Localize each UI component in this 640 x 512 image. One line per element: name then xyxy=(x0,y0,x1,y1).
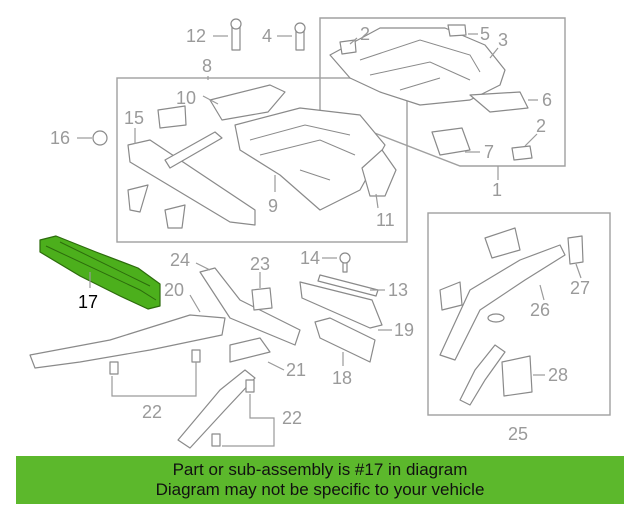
callout-19: 19 xyxy=(394,320,414,340)
info-banner: Part or sub-assembly is #17 in diagram D… xyxy=(16,456,624,504)
callout-11: 11 xyxy=(376,210,395,230)
rear-floor-part[interactable] xyxy=(127,84,397,229)
callout-20: 20 xyxy=(164,280,184,300)
callout-16: 16 xyxy=(50,128,70,148)
callout-17: 17 xyxy=(78,292,98,312)
callout-21: 21 xyxy=(286,360,306,380)
crossmember-parts[interactable] xyxy=(299,274,383,363)
callout-7: 7 xyxy=(484,142,494,162)
callout-24: 24 xyxy=(170,250,190,270)
callout-22-right: 22 xyxy=(282,408,302,428)
banner-line-1: Part or sub-assembly is #17 in diagram xyxy=(172,460,468,479)
callout-1: 1 xyxy=(492,180,502,200)
fastener-parts[interactable] xyxy=(92,18,351,273)
callout-27: 27 xyxy=(570,278,590,298)
callout-25: 25 xyxy=(508,424,528,444)
group-box-1 xyxy=(319,17,566,167)
floor-pan-part[interactable] xyxy=(329,24,533,161)
leader-lines xyxy=(77,33,582,447)
callout-6: 6 xyxy=(542,90,552,110)
side-member-parts[interactable] xyxy=(29,267,301,449)
rear-side-member-parts[interactable] xyxy=(439,227,584,406)
callout-8: 8 xyxy=(202,56,212,76)
callout-13: 13 xyxy=(388,280,408,300)
callout-26: 26 xyxy=(530,300,550,320)
callout-28: 28 xyxy=(548,365,568,385)
callout-14: 14 xyxy=(300,248,320,268)
group-box-8 xyxy=(116,77,408,243)
callout-2-right: 2 xyxy=(536,116,546,136)
parts-diagram: 12 4 2 5 3 8 10 6 15 16 2 7 1 9 11 24 23… xyxy=(29,17,611,449)
callout-12: 12 xyxy=(186,26,206,46)
callout-9: 9 xyxy=(268,196,278,216)
callout-23: 23 xyxy=(250,254,270,274)
callout-15: 15 xyxy=(124,108,144,128)
callout-3: 3 xyxy=(498,30,508,50)
callout-18: 18 xyxy=(332,368,352,388)
banner-line-2: Diagram may not be specific to your vehi… xyxy=(155,480,485,499)
callout-4: 4 xyxy=(262,26,272,46)
callout-10: 10 xyxy=(176,88,196,108)
highlighted-part-17[interactable] xyxy=(39,235,161,310)
callout-2-top: 2 xyxy=(360,24,370,44)
group-box-25 xyxy=(427,212,611,416)
callout-22-left: 22 xyxy=(142,402,162,422)
callout-5: 5 xyxy=(480,24,490,44)
